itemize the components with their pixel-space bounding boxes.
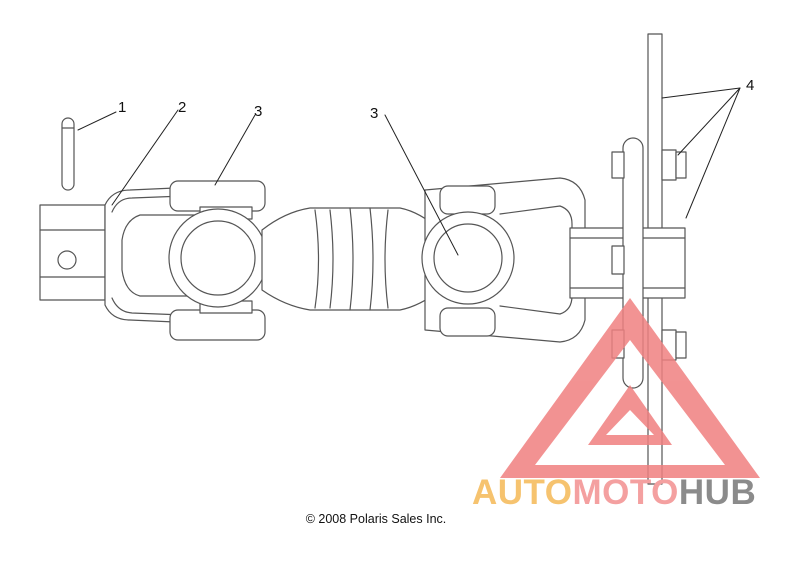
callout-2: 2 xyxy=(178,99,187,116)
watermark-logo-icon xyxy=(500,298,760,478)
watermark-text: AUTOMOTOHUB xyxy=(472,473,756,513)
left-u-joint xyxy=(168,180,268,341)
copyright-text: © 2008 Polaris Sales Inc. xyxy=(305,512,447,526)
right-u-joint xyxy=(421,177,586,343)
leader-lines xyxy=(77,87,741,256)
callout-3-right: 3 xyxy=(370,105,379,122)
roll-pin xyxy=(61,117,75,191)
callout-1: 1 xyxy=(118,99,127,116)
watermark-part-auto: AUTO xyxy=(472,473,573,512)
callout-4: 4 xyxy=(746,77,755,94)
watermark-part-moto: MOTO xyxy=(572,473,679,512)
callout-3-left: 3 xyxy=(254,103,263,120)
watermark-part-hub: HUB xyxy=(678,473,757,512)
center-shaft xyxy=(261,207,441,311)
